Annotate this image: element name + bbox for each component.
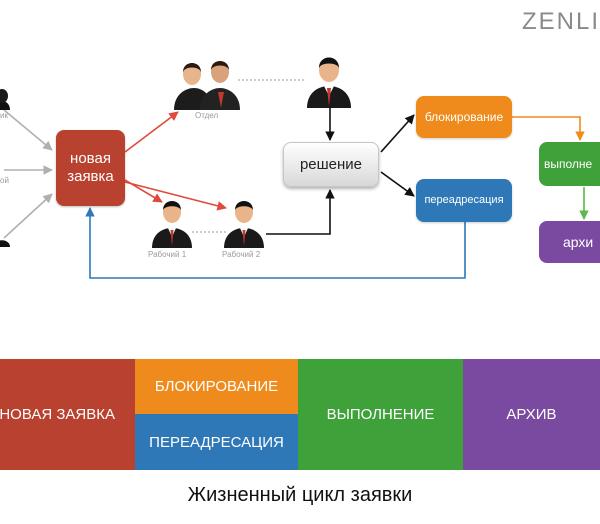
worker1-icon (152, 201, 192, 248)
worker2-label: Рабочий 2 (222, 250, 261, 259)
arrow-worker2-decision (266, 189, 335, 235)
arrow-redirect-loop (85, 207, 466, 279)
node-redirect: переадресация (416, 179, 512, 222)
left-caption-mid: ой (0, 176, 9, 185)
department-label: Отдел (195, 111, 219, 120)
node-decision: решение (283, 142, 379, 187)
arrow-to-department (124, 111, 179, 153)
left-caption-top: ик (0, 111, 8, 120)
band-blocking: БЛОКИРОВАНИЕ (135, 359, 298, 414)
arrow-to-worker2 (124, 181, 227, 211)
brand-logo: ZENLIX (522, 8, 600, 35)
person-icon-left-1 (0, 89, 10, 110)
node-new-ticket: новая заявка (56, 130, 125, 206)
node-archive: архи (539, 221, 600, 263)
arrow-decision-blocking (380, 114, 415, 153)
worker2-icon (224, 201, 264, 248)
band-redirect: ПЕРЕАДРЕСАЦИЯ (135, 414, 298, 470)
arrow-input-3 (3, 193, 53, 239)
worker1-label: Рабочий 1 (148, 250, 187, 259)
footer-title: Жизненный цикл заявки (187, 484, 413, 506)
manager-icon (307, 57, 351, 108)
band-new-ticket: НОВАЯ ЗАЯВКА (0, 359, 135, 470)
node-blocking: блокирование (416, 96, 512, 138)
node-execution: выполне (539, 142, 600, 186)
arrow-blocking-execution (512, 116, 585, 141)
band-archive: АРХИВ (463, 359, 600, 470)
arrow-input-1 (3, 109, 53, 151)
person-icon-left-2 (0, 240, 10, 247)
band-execution: ВЫПОЛНЕНИЕ (298, 359, 463, 470)
arrow-decision-redirect (380, 171, 415, 197)
department-group-icon (174, 61, 240, 110)
